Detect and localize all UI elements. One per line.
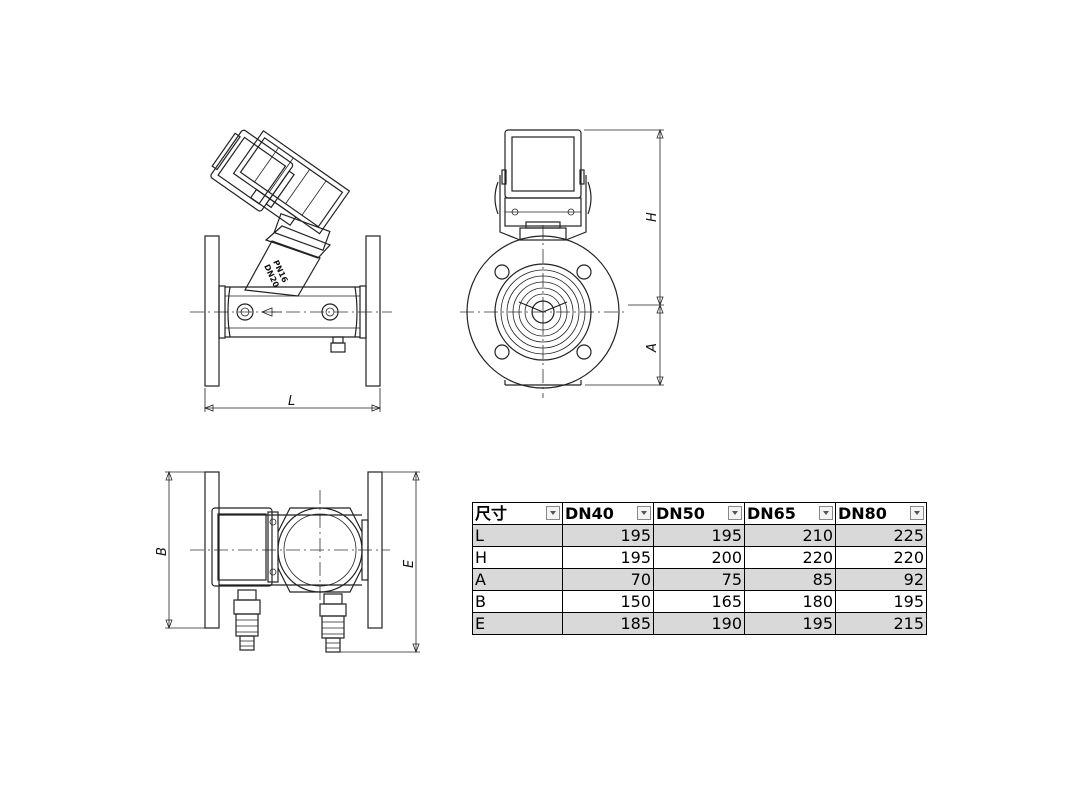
table-row: H 195 200 220 220 <box>472 546 927 569</box>
table-cell: 195 <box>835 590 927 613</box>
table-cell: 220 <box>744 546 836 569</box>
dimension-table: 尺寸 DN40 DN50 DN65 DN80 L 195 195 210 225… <box>472 502 927 635</box>
header-label: 尺寸 <box>475 503 508 523</box>
table-row: L 195 195 210 225 <box>472 524 927 547</box>
table-cell: 70 <box>562 568 654 591</box>
table-header-cell: DN80 <box>835 502 927 525</box>
table-cell: 165 <box>653 590 745 613</box>
dimension-label-e: E <box>402 559 417 568</box>
table-cell: 200 <box>653 546 745 569</box>
table-cell: 195 <box>744 612 836 635</box>
table-cell: 195 <box>653 524 745 547</box>
table-row: B 150 165 180 195 <box>472 590 927 613</box>
dimension-label-h: H <box>645 212 660 222</box>
filter-dropdown-icon[interactable] <box>637 506 651 520</box>
table-cell: 220 <box>835 546 927 569</box>
table-cell: 215 <box>835 612 927 635</box>
filter-dropdown-icon[interactable] <box>728 506 742 520</box>
header-label: DN40 <box>565 503 614 523</box>
row-label: B <box>472 590 563 613</box>
header-label: DN50 <box>656 503 705 523</box>
filter-dropdown-icon[interactable] <box>546 506 560 520</box>
table-header-cell: DN50 <box>653 502 745 525</box>
side-view: H A <box>460 128 664 398</box>
table-cell: 210 <box>744 524 836 547</box>
table-cell: 75 <box>653 568 745 591</box>
dimension-label-a: A <box>645 343 660 353</box>
header-label: DN65 <box>747 503 796 523</box>
row-label: A <box>472 568 563 591</box>
row-label: E <box>472 612 563 635</box>
table-cell: 185 <box>562 612 654 635</box>
filter-dropdown-icon[interactable] <box>910 506 924 520</box>
top-view: B E <box>155 470 420 654</box>
row-label: H <box>472 546 563 569</box>
table-cell: 85 <box>744 568 836 591</box>
table-header-cell: DN40 <box>562 502 654 525</box>
filter-dropdown-icon[interactable] <box>819 506 833 520</box>
row-label: L <box>472 524 563 547</box>
table-cell: 92 <box>835 568 927 591</box>
table-header-cell: DN65 <box>744 502 836 525</box>
table-header-row: 尺寸 DN40 DN50 DN65 DN80 <box>472 502 927 525</box>
table-cell: 150 <box>562 590 654 613</box>
dimension-label-b: B <box>155 547 170 556</box>
table-cell: 225 <box>835 524 927 547</box>
table-row: E 185 190 195 215 <box>472 612 927 635</box>
table-header-cell: 尺寸 <box>472 502 563 525</box>
header-label: DN80 <box>838 503 887 523</box>
dimension-label-l: L <box>288 394 295 409</box>
table-cell: 195 <box>562 524 654 547</box>
front-view: PN16 DN20 L <box>190 129 392 412</box>
table-row: A 70 75 85 92 <box>472 568 927 591</box>
table-cell: 190 <box>653 612 745 635</box>
table-cell: 180 <box>744 590 836 613</box>
table-cell: 195 <box>562 546 654 569</box>
